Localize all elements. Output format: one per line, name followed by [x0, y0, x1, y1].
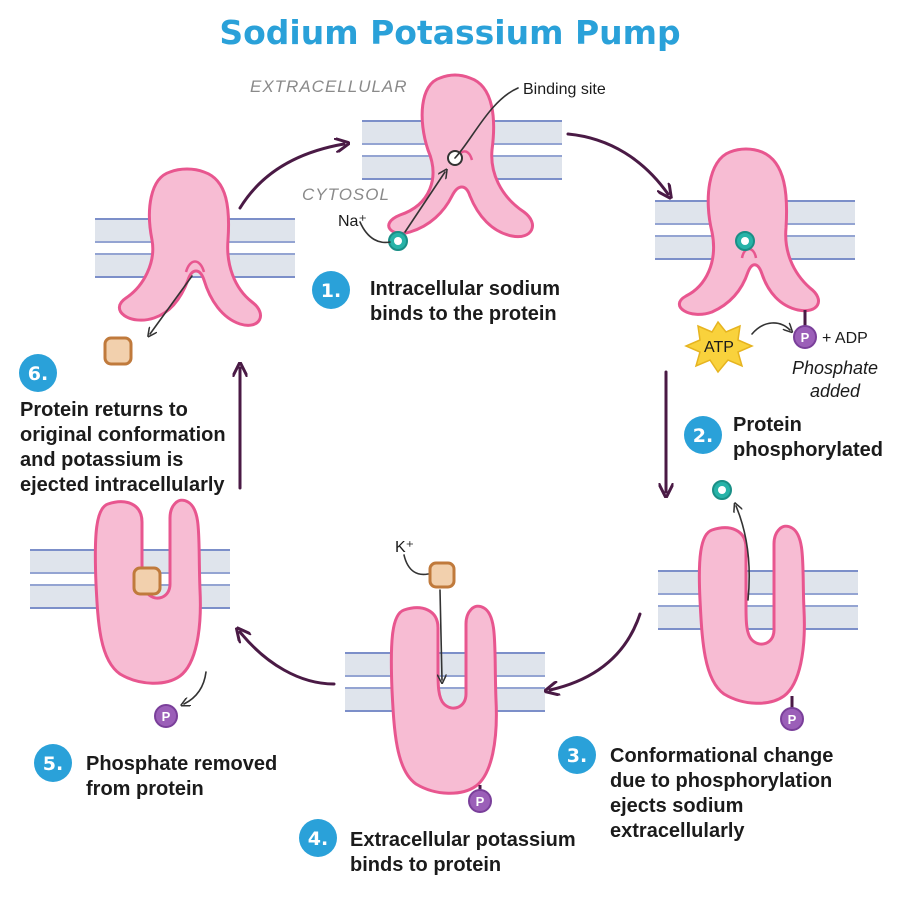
- arrow-6-to-1: [238, 144, 344, 210]
- step-5-line-1: Phosphate removed: [86, 753, 277, 775]
- step-1-line-2: binds to the protein: [370, 303, 557, 325]
- step-5-number: 5.: [43, 753, 63, 775]
- arrow-1-to-2: [566, 132, 668, 194]
- step-3-line-1: Conformational change: [610, 745, 833, 767]
- step-4-line-2: binds to protein: [350, 854, 501, 876]
- protein-2: [677, 147, 820, 316]
- step-1-badge: [312, 271, 350, 309]
- page-title: Sodium Potassium Pump: [219, 13, 680, 52]
- step-4-number: 4.: [308, 828, 328, 850]
- step-3-line-4: extracellularly: [610, 820, 745, 842]
- stage-5: P: [29, 498, 231, 728]
- step-1-number: 1.: [321, 280, 341, 302]
- phosphate-badge: [154, 704, 178, 728]
- cytosol-label: CYTOSOL: [302, 185, 390, 204]
- step-4-line-1: Extracellular potassium: [350, 829, 576, 851]
- step-3-line-2: due to phosphorylation: [610, 770, 832, 792]
- step-6: 6. Protein returns to original conformat…: [19, 354, 226, 496]
- step-6-number: 6.: [28, 363, 48, 385]
- step-1-line-1: Intracellular sodium: [370, 278, 560, 300]
- binding-site-label: Binding site: [523, 81, 606, 98]
- protein-4: [389, 604, 498, 795]
- step-3-badge: [558, 736, 596, 774]
- protein-3: [697, 524, 806, 705]
- membrane-3: [657, 569, 859, 631]
- stage-2: P + ADP ATP Phosphate added: [654, 147, 878, 401]
- cycle-arrows: [238, 132, 668, 690]
- step-2-number: 2.: [693, 425, 713, 447]
- atp-label: ATP: [704, 339, 734, 356]
- potassium-ion: [132, 566, 162, 596]
- step-3: 3. Conformational change due to phosphor…: [558, 736, 833, 842]
- protein-6: [118, 167, 262, 327]
- arrow-3-to-4: [550, 612, 642, 690]
- step-6-line-1: Protein returns to: [20, 399, 188, 421]
- step-2-line-2: phosphorylated: [733, 439, 883, 461]
- phosphate-added-line-2: added: [810, 381, 861, 401]
- stage-3: P: [657, 480, 859, 731]
- phosphate-letter: P: [476, 794, 485, 809]
- potassium-ion: [428, 561, 456, 589]
- step-6-line-2: original conformation: [20, 424, 226, 446]
- potassium-label: K⁺: [395, 539, 414, 556]
- stage-1: EXTRACELLULAR CYTOSOL Binding site Na⁺: [250, 73, 606, 251]
- step-5: 5. Phosphate removed from protein: [34, 744, 277, 800]
- step-2-badge: [684, 416, 722, 454]
- step-5-badge: [34, 744, 72, 782]
- step-4-badge: [299, 819, 337, 857]
- step-6-line-4: ejected intracellularly: [20, 474, 225, 496]
- phosphate-letter: P: [788, 712, 797, 727]
- phosphate-letter: P: [801, 330, 810, 345]
- potassium-ion: [103, 336, 133, 366]
- phosphate-badge: [780, 707, 804, 731]
- step-2-line-1: Protein: [733, 414, 802, 436]
- binding-site-pointer: [454, 87, 519, 159]
- adp-label: + ADP: [822, 330, 868, 347]
- step-3-number: 3.: [567, 745, 587, 767]
- stage-6: [94, 167, 296, 366]
- sodium-label: Na⁺: [338, 213, 367, 230]
- step-4: 4. Extracellular potassium binds to prot…: [299, 819, 576, 876]
- phosphate-badge: [793, 325, 817, 349]
- phosphate-added-line-1: Phosphate: [792, 358, 878, 378]
- step-5-line-2: from protein: [86, 778, 204, 800]
- step-3-line-3: ejects sodium: [610, 795, 743, 817]
- arrow-4-to-5: [240, 632, 336, 686]
- step-6-badge: [19, 354, 57, 392]
- atp-burst: [684, 320, 754, 374]
- step-6-line-3: and potassium is: [20, 449, 183, 471]
- step-2: 2. Protein phosphorylated: [684, 414, 883, 461]
- stage-4: P K⁺: [344, 539, 546, 813]
- phosphate-badge: [468, 789, 492, 813]
- step-1: 1. Intracellular sodium binds to the pro…: [312, 271, 560, 325]
- phosphate-letter: P: [162, 709, 171, 724]
- extracellular-label: EXTRACELLULAR: [250, 77, 408, 96]
